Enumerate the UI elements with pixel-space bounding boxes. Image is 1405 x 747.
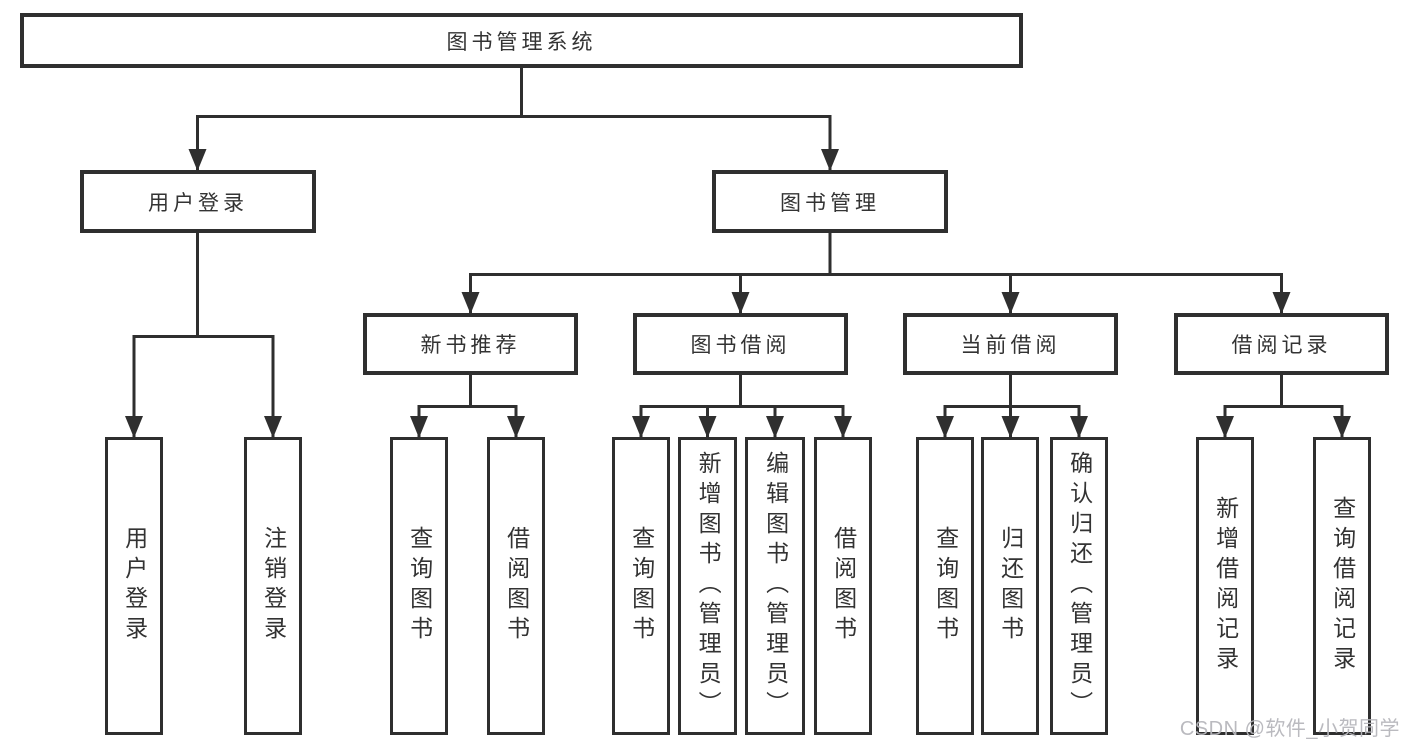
leaf-search-books-recommend: 查询图书 [390,437,448,735]
node-book-borrowing: 图书借阅 [633,313,848,375]
leaf-search-books-current: 查询图书 [916,437,974,735]
leaf-borrow-book: 借阅图书 [814,437,872,735]
leaf-edit-book-admin: 编辑图书（管理员） [745,437,805,735]
node-book-management: 图书管理 [712,170,948,233]
connector-root-to-level2 [188,68,839,171]
connector-recommend-leaves [410,375,525,438]
leaf-search-borrow-record: 查询借阅记录 [1313,437,1371,735]
connector-bookmgmt-to-level3 [461,233,1291,314]
csdn-watermark: CSDN @软件_小贺同学 [1179,718,1400,740]
connector-borrowing-leaves [632,375,852,438]
node-borrowing-records: 借阅记录 [1174,313,1389,375]
node-new-book-recommend: 新书推荐 [363,313,578,375]
leaf-confirm-return-admin: 确认归还（管理员） [1050,437,1108,735]
leaf-return-book: 归还图书 [981,437,1039,735]
leaf-logout-login: 注销登录 [244,437,302,735]
connector-userlogin-leaves [125,233,282,438]
leaf-add-book-admin: 新增图书（管理员） [678,437,737,735]
leaf-add-borrow-record: 新增借阅记录 [1196,437,1254,735]
leaf-user-login: 用户登录 [105,437,163,735]
leaf-search-books-borrowing: 查询图书 [612,437,670,735]
leaf-borrow-books-recommend: 借阅图书 [487,437,545,735]
connector-current-leaves [936,375,1088,438]
connector-records-leaves [1216,375,1351,438]
node-user-login: 用户登录 [80,170,316,233]
node-current-borrowing: 当前借阅 [903,313,1118,375]
node-library-system: 图书管理系统 [20,13,1023,68]
